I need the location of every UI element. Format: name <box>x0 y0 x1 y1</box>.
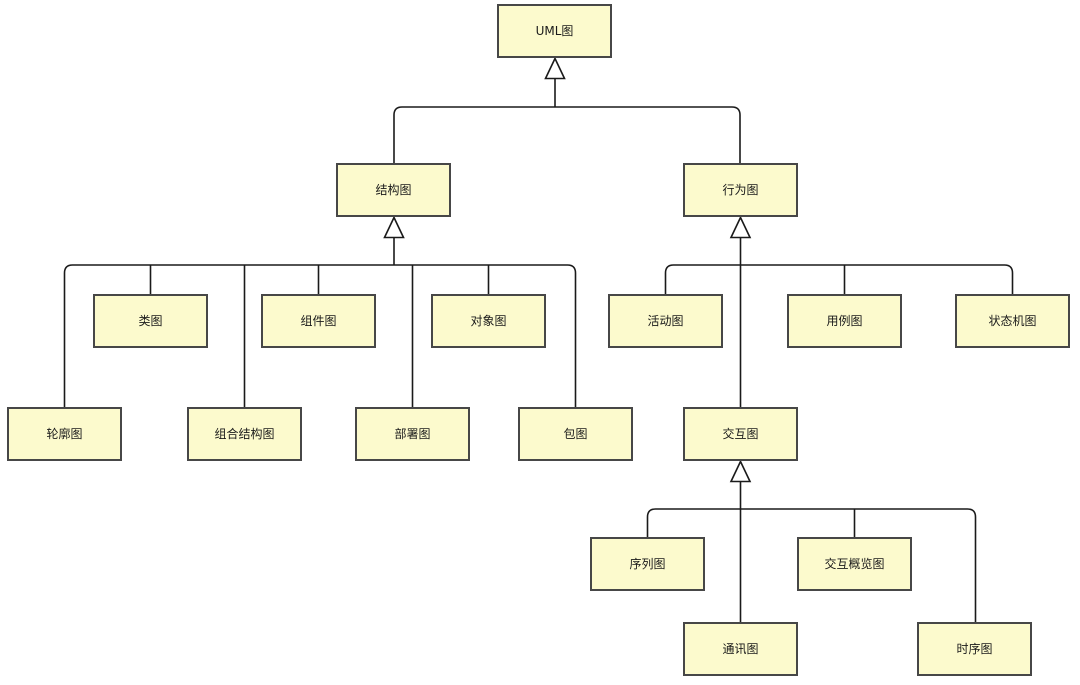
node-label: 活动图 <box>647 313 684 328</box>
node-interaction-diagram[interactable]: 交互图 <box>683 407 798 461</box>
edge-bus-interaction-children <box>646 508 977 622</box>
node-use-case-diagram[interactable]: 用例图 <box>787 294 902 348</box>
node-uml-diagram[interactable]: UML图 <box>497 4 612 58</box>
node-sequence-diagram[interactable]: 序列图 <box>590 537 705 591</box>
node-timing-diagram[interactable]: 时序图 <box>917 622 1032 676</box>
node-label: 用例图 <box>826 313 863 328</box>
edge-group-uml-children <box>393 56 741 163</box>
node-label: 交互图 <box>722 426 759 441</box>
node-profile-diagram[interactable]: 轮廓图 <box>7 407 122 461</box>
generalization-arrowhead-uml-icon <box>544 56 566 80</box>
node-label: 行为图 <box>722 182 759 197</box>
node-label: 交互概览图 <box>824 556 885 571</box>
edge-bus-uml-children <box>393 106 741 163</box>
node-label: 对象图 <box>470 313 507 328</box>
node-label: 部署图 <box>394 426 431 441</box>
edge-group-interaction-children <box>646 459 977 622</box>
node-composite-structure-diagram[interactable]: 组合结构图 <box>187 407 302 461</box>
node-label: 类图 <box>138 313 163 328</box>
edge-bus-behavior-children <box>664 264 1014 294</box>
node-state-machine-diagram[interactable]: 状态机图 <box>955 294 1070 348</box>
node-deployment-diagram[interactable]: 部署图 <box>355 407 470 461</box>
node-component-diagram[interactable]: 组件图 <box>261 294 376 348</box>
edge-group-structure-children <box>63 215 577 407</box>
node-label: 组合结构图 <box>214 426 275 441</box>
node-label: 组件图 <box>300 313 337 328</box>
generalization-arrowhead-interaction-icon <box>729 459 752 483</box>
node-communication-diagram[interactable]: 通讯图 <box>683 622 798 676</box>
node-label: 通讯图 <box>722 641 759 656</box>
node-label: UML图 <box>535 23 574 38</box>
node-structure-diagram[interactable]: 结构图 <box>336 163 451 217</box>
node-label: 包图 <box>563 426 588 441</box>
node-behavior-diagram[interactable]: 行为图 <box>683 163 798 217</box>
node-label: 结构图 <box>375 182 412 197</box>
edge-group-behavior-children <box>664 215 1014 407</box>
node-label: 时序图 <box>956 641 993 656</box>
node-object-diagram[interactable]: 对象图 <box>431 294 546 348</box>
node-label: 序列图 <box>629 556 666 571</box>
node-package-diagram[interactable]: 包图 <box>518 407 633 461</box>
node-label: 状态机图 <box>988 313 1037 328</box>
generalization-arrowhead-behavior-icon <box>729 215 752 239</box>
node-interaction-overview-diagram[interactable]: 交互概览图 <box>797 537 912 591</box>
node-activity-diagram[interactable]: 活动图 <box>608 294 723 348</box>
generalization-arrowhead-structure-icon <box>383 215 405 239</box>
edge-bus-structure-children <box>63 264 577 407</box>
node-class-diagram[interactable]: 类图 <box>93 294 208 348</box>
node-label: 轮廓图 <box>46 426 83 441</box>
